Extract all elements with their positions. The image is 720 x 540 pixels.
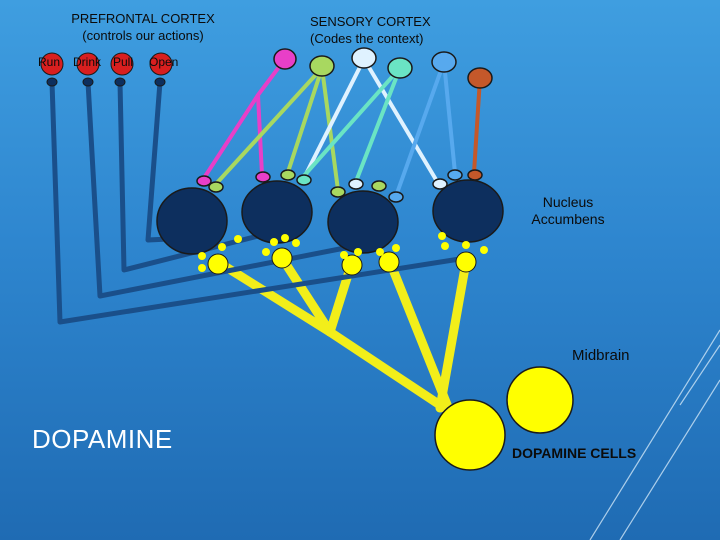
sensory-neuron-white (351, 47, 377, 69)
nacc-neurons (156, 179, 504, 255)
sensory-synapses (196, 169, 483, 203)
midbrain-dopamine-cells (434, 366, 574, 471)
nacc-neuron-1 (156, 187, 228, 255)
sensory-neuron-orange (467, 67, 493, 89)
prefrontal-subtitle: (controls our actions) (82, 28, 204, 43)
dopamine-heading: DOPAMINE (32, 424, 173, 454)
nacc-neuron-3 (327, 190, 399, 254)
sensory-neuron-green (309, 55, 335, 77)
prefrontal-cortex-label: PREFRONTAL CORTEX (controls our actions) (48, 10, 238, 44)
sensory-neuron-blue (431, 51, 457, 73)
dopamine-cell-2 (434, 399, 506, 471)
sensory-axons (202, 57, 482, 197)
accumbens-line: Accumbens (531, 211, 605, 227)
sensory-neuron-magenta (273, 48, 297, 70)
sensory-title: SENSORY CORTEX (310, 14, 431, 29)
dopamine-cell-1 (506, 366, 574, 434)
sensory-cortex-label: SENSORY CORTEX (Codes the context) (310, 13, 470, 47)
pfc-action-neurons (40, 52, 173, 87)
action-label-open: Open (149, 55, 179, 69)
prefrontal-title: PREFRONTAL CORTEX (71, 11, 215, 26)
nacc-neuron-2 (241, 180, 313, 244)
dopamine-terminals (198, 232, 488, 276)
corner-decoration (589, 329, 720, 540)
action-label-run: Run (38, 55, 61, 69)
sensory-neurons (273, 47, 493, 89)
sensory-neuron-aqua (387, 57, 413, 79)
dopamine-cells-label: DOPAMINE CELLS (512, 445, 637, 461)
action-label-pull: Pull (113, 55, 134, 69)
midbrain-label: Midbrain (572, 347, 630, 364)
sensory-subtitle: (Codes the context) (310, 31, 424, 46)
nucleus-accumbens-label: Nucleus Accumbens (522, 194, 614, 228)
nucleus-line: Nucleus (542, 194, 594, 210)
action-label-drink: Drink (73, 55, 102, 69)
dopamine-projections (213, 253, 471, 420)
